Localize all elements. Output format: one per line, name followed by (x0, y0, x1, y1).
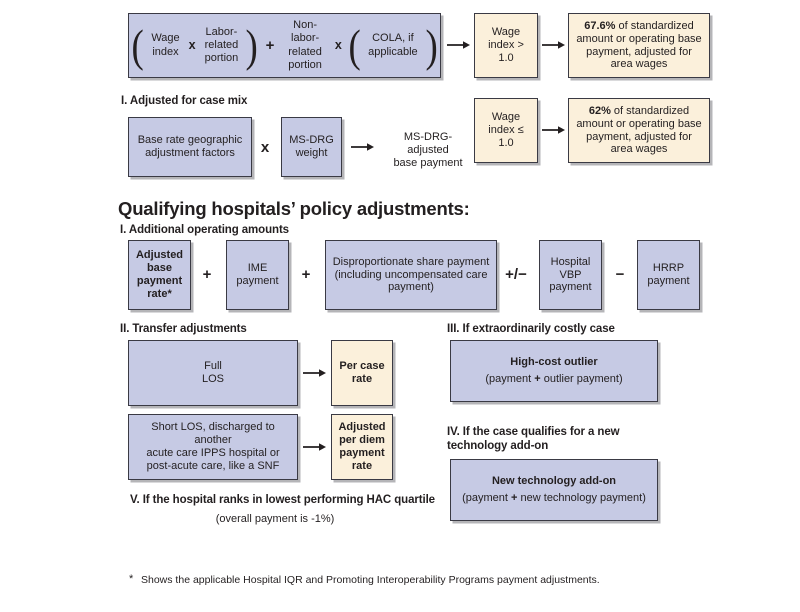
arrow-branch1-to-result1 (542, 40, 566, 50)
plus-icon-outlier: + (534, 373, 541, 385)
term-non-labor-related-portion: Non-labor- related portion (288, 19, 322, 71)
wage-result-le-box: 62% of standardized amount or operating … (568, 98, 710, 163)
high-cost-outlier-formula: (payment + outlier payment) (456, 373, 652, 386)
close-paren-right: ) (425, 19, 438, 71)
footnote-marker: * (129, 573, 134, 585)
wage-result-le-text: 62% of standardized amount or operating … (569, 103, 709, 159)
heading-new-technology-addon: IV. If the case qualifies for a new tech… (447, 426, 620, 452)
dsh-payment-box: Disproportionate share payment (includin… (325, 240, 497, 310)
open-paren-right: ( (348, 19, 361, 71)
hrrp-payment-box: HRRP payment (637, 240, 700, 310)
multiply-operator-case-mix: x (260, 139, 270, 156)
new-technology-addon-formula: (payment + new technology payment) (456, 492, 652, 505)
arrow-branch2-to-result2 (542, 125, 566, 135)
term-cola: COLA, if applicable (368, 32, 418, 58)
full-los-label: Full LOS (201, 360, 224, 385)
hospital-vbp-payment-box: Hospital VBP payment (539, 240, 602, 310)
hac-quartile-subtext: (overall payment is -1%) (215, 513, 335, 525)
new-technology-addon-prefix: (payment (462, 492, 512, 504)
policy-adjustments-heading: Qualifying hospitals’ policy adjustments… (118, 198, 470, 219)
msdrg-weight-label: MS-DRG weight (289, 134, 334, 159)
base-rate-geographic-box: Base rate geographic adjustment factors (128, 117, 252, 177)
heading-transfer-adjustments: II. Transfer adjustments (120, 323, 247, 335)
full-los-box: Full LOS (128, 340, 298, 406)
hrrp-payment-label: HRRP payment (647, 262, 690, 287)
wage-result-gt-pct: 67.6% (584, 19, 616, 32)
plus-operator-2: + (301, 266, 311, 283)
ime-payment-label: IME payment (236, 262, 279, 287)
minus-operator: − (615, 266, 625, 283)
heading-adjusted-for-case-mix: I. Adjusted for case mix (121, 95, 248, 107)
arrow-full-los-to-per-case (303, 368, 327, 378)
hospital-vbp-payment-label: Hospital VBP payment (549, 255, 592, 294)
ime-payment-box: IME payment (226, 240, 289, 310)
wage-index-le-label: Wage index ≤ 1.0 (488, 111, 524, 149)
heading-hac-quartile: V. If the hospital ranks in lowest perfo… (130, 494, 435, 506)
high-cost-outlier-box: High-cost outlier (payment + outlier pay… (450, 340, 658, 402)
short-los-label: Short LOS, discharged to another acute c… (146, 421, 280, 472)
adjusted-base-payment-rate-label: Adjusted base payment rate* (135, 249, 184, 300)
new-technology-addon-title: New technology add-on (491, 475, 617, 488)
adjusted-per-diem-rate-box: Adjusted per diem payment rate (331, 414, 393, 480)
multiply-operator-2: x (334, 38, 342, 53)
plus-minus-operator: +/− (505, 266, 527, 283)
heading-extraordinarily-costly-case: III. If extraordinarily costly case (447, 323, 615, 335)
base-rate-geographic-label: Base rate geographic adjustment factors (137, 134, 243, 159)
plus-icon-new-technology: + (511, 492, 518, 504)
wage-result-gt-text: 67.6% of standardized amount or operatin… (569, 18, 709, 74)
msdrg-weight-box: MS-DRG weight (281, 117, 342, 177)
high-cost-outlier-title: High-cost outlier (510, 356, 598, 369)
adjusted-base-payment-rate-box: Adjusted base payment rate* (128, 240, 191, 310)
wage-result-gt-box: 67.6% of standardized amount or operatin… (568, 13, 710, 78)
plus-operator-1: + (202, 266, 212, 283)
footnote-text: Shows the applicable Hospital IQR and Pr… (141, 574, 600, 586)
heading-additional-operating-amounts: I. Additional operating amounts (120, 224, 289, 236)
high-cost-outlier-prefix: (payment (485, 373, 535, 385)
wage-index-gt-box: Wage index > 1.0 (474, 13, 538, 78)
term-wage-index: Wage index (151, 32, 180, 58)
arrow-formula-to-branch1 (447, 40, 471, 50)
new-technology-addon-content: New technology add-on (payment + new tec… (451, 473, 657, 507)
wage-result-le-pct: 62% (588, 104, 611, 117)
new-technology-addon-box: New technology add-on (payment + new tec… (450, 459, 658, 521)
high-cost-outlier-suffix: outlier payment) (540, 373, 623, 385)
adjusted-per-diem-rate-label: Adjusted per diem payment rate (338, 421, 386, 472)
high-cost-outlier-content: High-cost outlier (payment + outlier pay… (451, 354, 657, 388)
dsh-payment-label: Disproportionate share payment (includin… (332, 255, 490, 294)
wage-index-le-box: Wage index ≤ 1.0 (474, 98, 538, 163)
wage-index-gt-label: Wage index > 1.0 (488, 26, 524, 64)
per-case-rate-box: Per case rate (331, 340, 393, 406)
close-paren-left: ) (245, 19, 259, 71)
plus-operator-formula: + (265, 36, 275, 54)
per-case-rate-label: Per case rate (339, 360, 385, 385)
wage-result-le-rest: of standardized amount or operating base… (576, 104, 702, 156)
open-paren-left: ( (131, 19, 144, 71)
short-los-box: Short LOS, discharged to another acute c… (128, 414, 298, 480)
term-labor-related-portion: Labor- related portion (204, 25, 239, 65)
arrow-short-los-to-per-diem (303, 442, 327, 452)
wage-result-gt-rest: of standardized amount or operating base… (576, 19, 702, 71)
arrow-msdrg-to-result (351, 142, 375, 152)
new-technology-addon-suffix: new technology payment) (517, 492, 646, 504)
wage-formula-box: ( Wage index x Labor- related portion ) … (128, 13, 441, 78)
multiply-operator-1: x (188, 38, 196, 53)
msdrg-adjusted-base-payment-text: MS-DRG- adjusted base payment (393, 131, 463, 170)
